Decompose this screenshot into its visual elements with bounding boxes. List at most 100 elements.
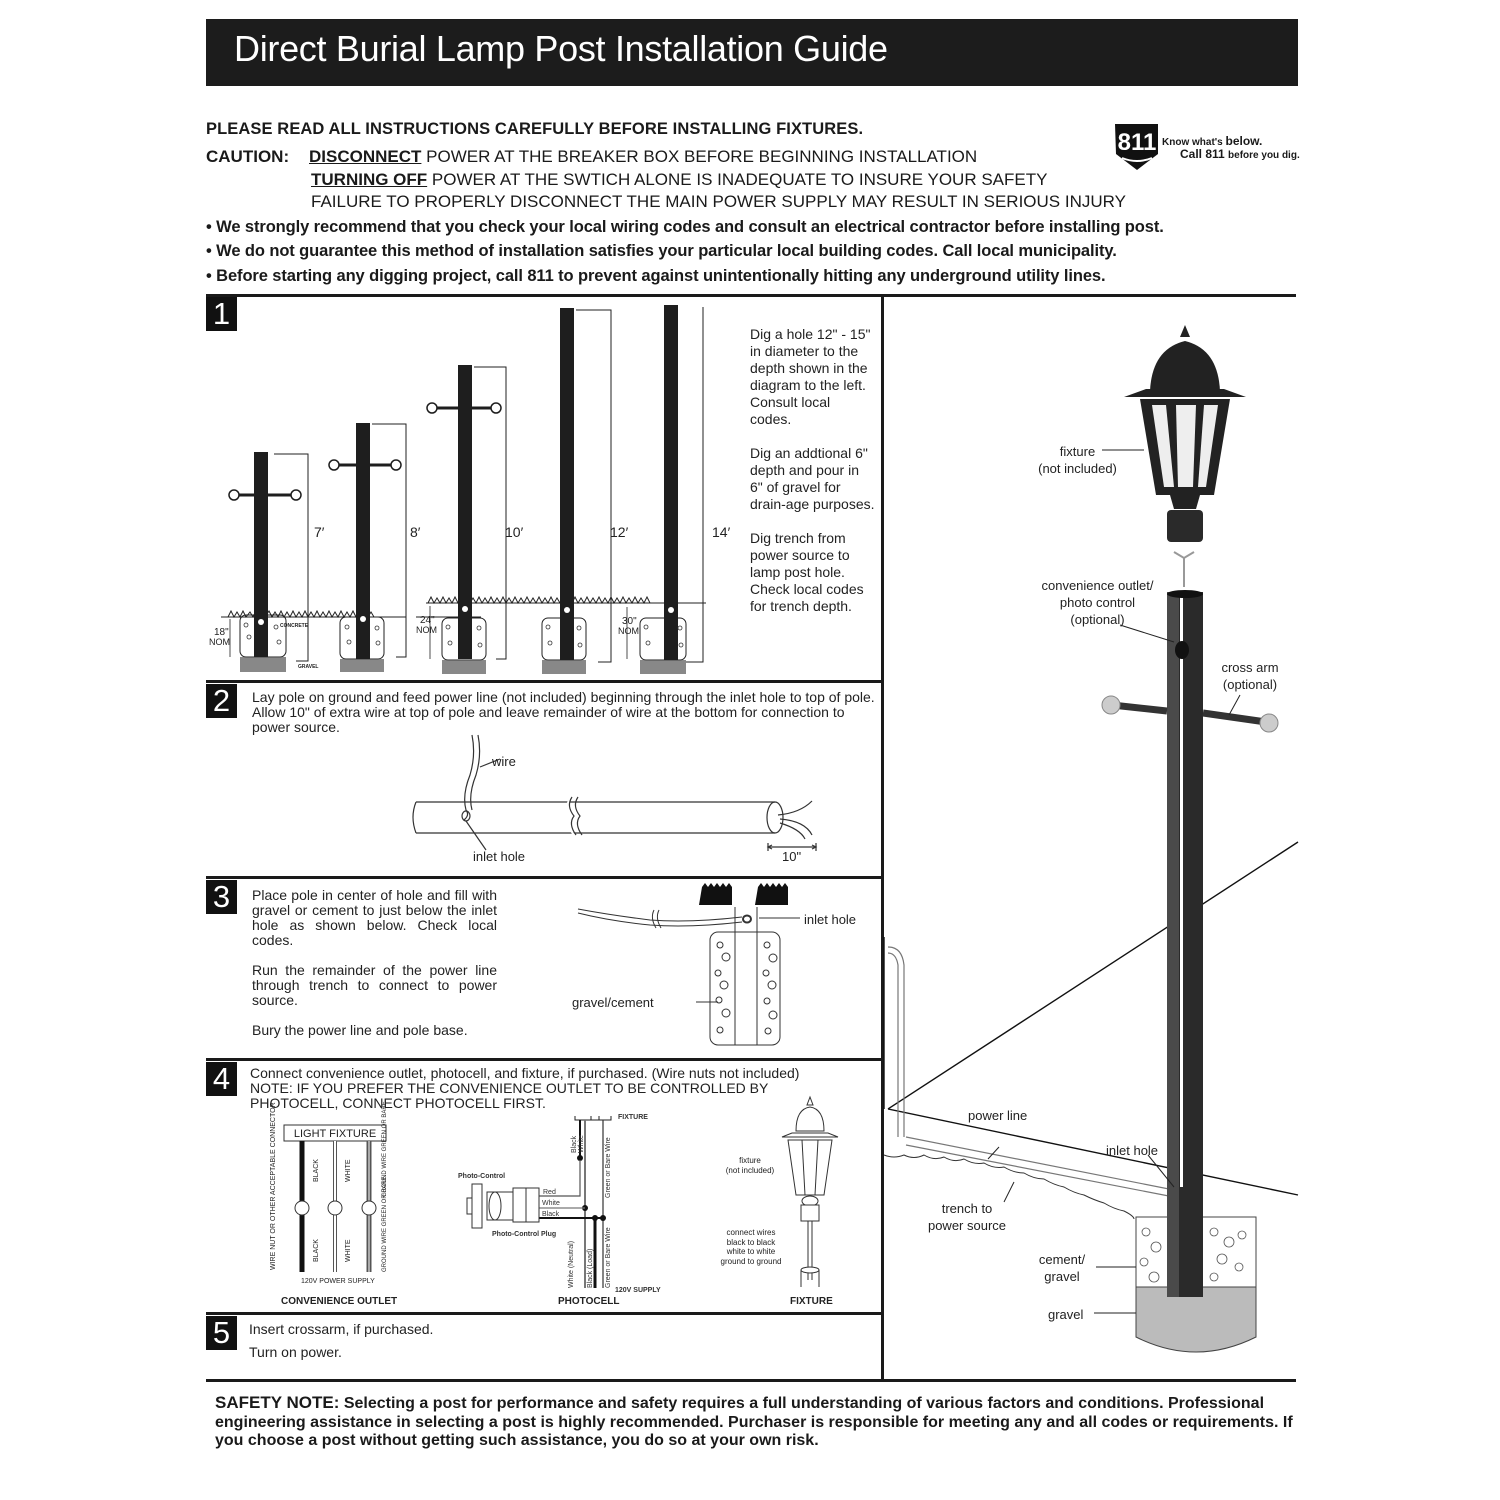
svg-text:12′: 12′ [610, 524, 629, 540]
photocell-wiring-diagram: FIXTURE Photo-Control Photo-Control Plug… [458, 1114, 661, 1294]
svg-text:BLACK: BLACK [313, 1239, 320, 1262]
page-title: Direct Burial Lamp Post Installation Gui… [234, 28, 888, 69]
bullet-call-811: • Before starting any digging project, c… [206, 267, 1106, 285]
connect-line: white to white [726, 1247, 776, 1256]
svg-text:Photo-Control: Photo-Control [458, 1173, 505, 1180]
pole-heights-diagram: 7′ 8′ 10′ 12′ 14′ 18" NOM 24" NOM 30" NO… [209, 305, 731, 674]
logo-line-1: Know what's below. [1162, 134, 1262, 148]
svg-text:Black: Black [542, 1211, 560, 1218]
svg-text:CONCRETE: CONCRETE [280, 623, 309, 629]
svg-text:FIXTURE: FIXTURE [618, 1114, 648, 1121]
caution-label: CAUTION: [206, 147, 290, 166]
label-text: cross arm [1221, 660, 1279, 675]
fixture-wiring-diagram [781, 1095, 839, 1287]
caption-photocell: PHOTOCELL [558, 1296, 620, 1307]
caption-convenience-outlet: CONVENIENCE OUTLET [281, 1296, 398, 1307]
label-gravel-cement: gravel/cement [572, 995, 654, 1010]
svg-text:BLACK: BLACK [313, 1159, 320, 1182]
logo-text-small: before you dig. [1228, 150, 1300, 161]
svg-text:10′: 10′ [505, 524, 524, 540]
label-text: trench to [941, 1201, 993, 1216]
label-inlet-hole: inlet hole [804, 912, 857, 927]
logo-text: Call 811 [1180, 147, 1229, 161]
step-3-paragraph: Bury the power line and pole base. [252, 1022, 468, 1038]
svg-text:NOM: NOM [416, 625, 437, 635]
step-5-line-2: Turn on power. [249, 1344, 342, 1360]
svg-text:NOM: NOM [618, 626, 639, 636]
caution-text: FAILURE TO PROPERLY DISCONNECT THE MAIN … [311, 192, 1126, 211]
label-text: convenience outlet/ [1041, 578, 1154, 593]
title-bar: Direct Burial Lamp Post Installation Gui… [206, 19, 1298, 86]
svg-text:GROUND WIRE GREEN OR BARE: GROUND WIRE GREEN OR BARE [382, 1176, 388, 1272]
overview-label-cross-arm: cross arm (optional) [1212, 659, 1288, 693]
step-3-number: 3 [206, 880, 237, 914]
svg-text:Photo-Control Plug: Photo-Control Plug [492, 1231, 556, 1238]
lamp-post-overview-illustration [883, 325, 1299, 1353]
step-3-paragraph: Place pole in center of hole and fill wi… [252, 887, 497, 948]
step-1-paragraph: Dig trench from power source to lamp pos… [750, 530, 864, 614]
label-extra-wire: 10" [782, 849, 802, 864]
caution-line-1: DISCONNECT POWER AT THE BREAKER BOX BEFO… [309, 147, 977, 167]
safety-note: SAFETY NOTE: Selecting a post for perfor… [215, 1393, 1295, 1451]
divider-step-3 [206, 1058, 883, 1061]
svg-text:WHITE: WHITE [345, 1239, 352, 1262]
divider-top [206, 294, 1296, 297]
convenience-outlet-wiring-diagram: LIGHT FIXTURE WIRE NUT OR OTHER ACCEPTAB… [270, 1101, 388, 1285]
caution-line-3: FAILURE TO PROPERLY DISCONNECT THE MAIN … [311, 192, 1126, 212]
connect-line: connect wires [726, 1228, 776, 1237]
svg-text:White: White [578, 1135, 585, 1153]
step-3-paragraph: Run the remainder of the power line thro… [252, 962, 497, 1008]
svg-text:14′: 14′ [712, 524, 731, 540]
svg-text:120V POWER SUPPLY: 120V POWER SUPPLY [301, 1278, 375, 1285]
shovel-811-icon: 811 [1115, 124, 1158, 170]
svg-text:7′: 7′ [314, 524, 325, 540]
step-4-line: NOTE: IF YOU PREFER THE CONVENIENCE OUTL… [250, 1080, 769, 1096]
svg-text:Green or Bare Wire: Green or Bare Wire [605, 1137, 612, 1198]
step-4-number: 4 [206, 1062, 237, 1096]
caution-emphasis: DISCONNECT [309, 147, 422, 166]
svg-text:Green or Bare Wire: Green or Bare Wire [605, 1227, 612, 1288]
divider-bottom [206, 1379, 1296, 1382]
svg-text:8′: 8′ [410, 524, 421, 540]
svg-text:811: 811 [1118, 129, 1157, 156]
caution-emphasis: TURNING OFF [311, 170, 428, 189]
step-4-text: Connect convenience outlet, photocell, a… [250, 1066, 880, 1111]
svg-text:White (Neutral): White (Neutral) [568, 1241, 575, 1288]
logo-text-bold: below. [1225, 134, 1263, 148]
caution-text: POWER AT THE BREAKER BOX BEFORE BEGINNIN… [421, 147, 978, 166]
label-text: (optional) [1222, 677, 1278, 692]
step-1-number: 1 [206, 297, 237, 331]
label-fixture-not-included: fixture (not included) [725, 1156, 775, 1175]
svg-text:GROUND WIRE GREEN OR BARE: GROUND WIRE GREEN OR BARE [382, 1101, 388, 1197]
overview-label-inlet-hole: inlet hole [1106, 1143, 1159, 1158]
caption-fixture: FIXTURE [790, 1296, 833, 1307]
svg-text:30": 30" [622, 616, 637, 627]
step-2-text: Lay pole on ground and feed power line (… [252, 689, 875, 735]
step-4-line: Connect convenience outlet, photocell, a… [250, 1065, 800, 1081]
connect-line: black to black [726, 1237, 776, 1247]
label-text: power source [927, 1218, 1007, 1233]
step-1-paragraph: Dig a hole 12" - 15" in diameter to the … [750, 326, 871, 427]
overview-label-cement-gravel: cement/ gravel [1034, 1251, 1090, 1285]
label-wire: wire [492, 754, 516, 769]
overview-label-fixture: fixture (not included) [1030, 443, 1125, 477]
label-text: cement/ [1038, 1252, 1086, 1267]
svg-text:120V SUPPLY: 120V SUPPLY [615, 1287, 661, 1294]
step-1-paragraph: Dig an addtional 6" depth and pour in 6"… [750, 445, 875, 512]
label-text: fixture [1059, 444, 1096, 459]
svg-text:Black: Black [571, 1135, 578, 1153]
svg-text:24": 24" [420, 615, 435, 626]
divider-step-1 [206, 680, 883, 683]
step-3-text: Place pole in center of hole and fill wi… [252, 888, 497, 1038]
safety-note-label: SAFETY NOTE: [215, 1393, 340, 1412]
step-1-text: Dig a hole 12" - 15" in diameter to the … [750, 326, 875, 615]
label-text: photo control [1059, 595, 1136, 610]
caution-line-2: TURNING OFF POWER AT THE SWTICH ALONE IS… [311, 170, 1047, 190]
svg-text:White: White [542, 1200, 560, 1207]
divider-vertical [881, 294, 884, 1381]
svg-text:WHITE: WHITE [345, 1159, 352, 1182]
divider-step-4 [206, 1312, 883, 1315]
svg-text:Red: Red [543, 1189, 556, 1196]
divider-step-2 [206, 876, 883, 879]
overview-label-gravel: gravel [1048, 1307, 1084, 1322]
